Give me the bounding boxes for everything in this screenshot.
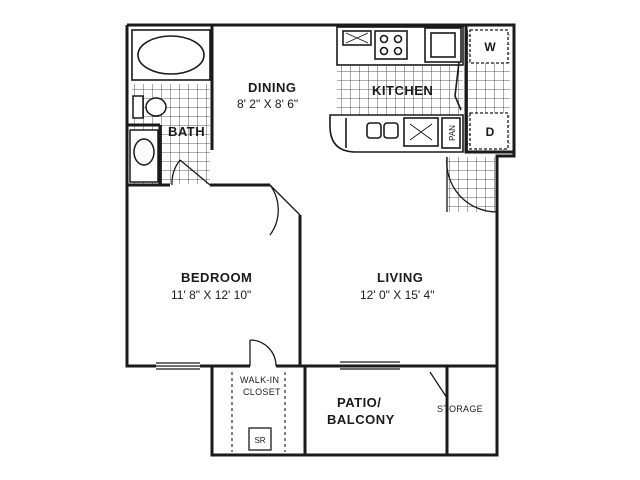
sr-label: SR: [254, 436, 265, 445]
bath-label: BATH: [168, 124, 206, 139]
bedroom-window: [156, 362, 200, 370]
closet-shelf: [231, 372, 286, 452]
closet-label-line1: WALK-IN: [240, 375, 280, 385]
patio-label-line2: BALCONY: [327, 412, 395, 427]
dining-label: DINING: [248, 80, 297, 95]
closet-label-line2: CLOSET: [243, 387, 281, 397]
storage-label: STORAGE: [437, 404, 483, 414]
bathtub: [131, 29, 211, 81]
refrigerator-icon: [424, 27, 462, 63]
patio-slider-door: [340, 361, 400, 370]
bedroom-label: BEDROOM: [181, 270, 253, 285]
exterior-walls: [125, 23, 516, 457]
entry-tile-floor: [447, 157, 495, 212]
dishwasher-icon: [403, 117, 439, 147]
pantry-label: PAN: [448, 125, 457, 141]
dryer-label: D: [486, 125, 495, 139]
doors: [171, 156, 498, 399]
interior-walls: [127, 25, 514, 366]
living-label: LIVING: [377, 270, 424, 285]
kitchen-upper-counter: [336, 26, 464, 111]
bath-vanity: [129, 129, 159, 183]
sr-box: [248, 427, 272, 451]
bedroom-dimensions: 11' 8" X 12' 10": [171, 288, 252, 302]
patio-label-line1: PATIO/: [337, 395, 382, 410]
washer-dryer: [469, 29, 509, 150]
washer-label: W: [484, 40, 496, 54]
kitchen-tile-floor: [337, 66, 463, 118]
kitchen-lower-counter: [329, 114, 464, 153]
pantry: [441, 117, 461, 149]
range-icon: [374, 30, 408, 60]
living-dimensions: 12' 0" X 15' 4": [360, 288, 435, 302]
dining-dimensions: 8' 2" X 8' 6": [237, 97, 299, 111]
toilet: [132, 95, 167, 119]
kitchen-label: KITCHEN: [372, 83, 434, 98]
sink-icon: [366, 122, 399, 139]
